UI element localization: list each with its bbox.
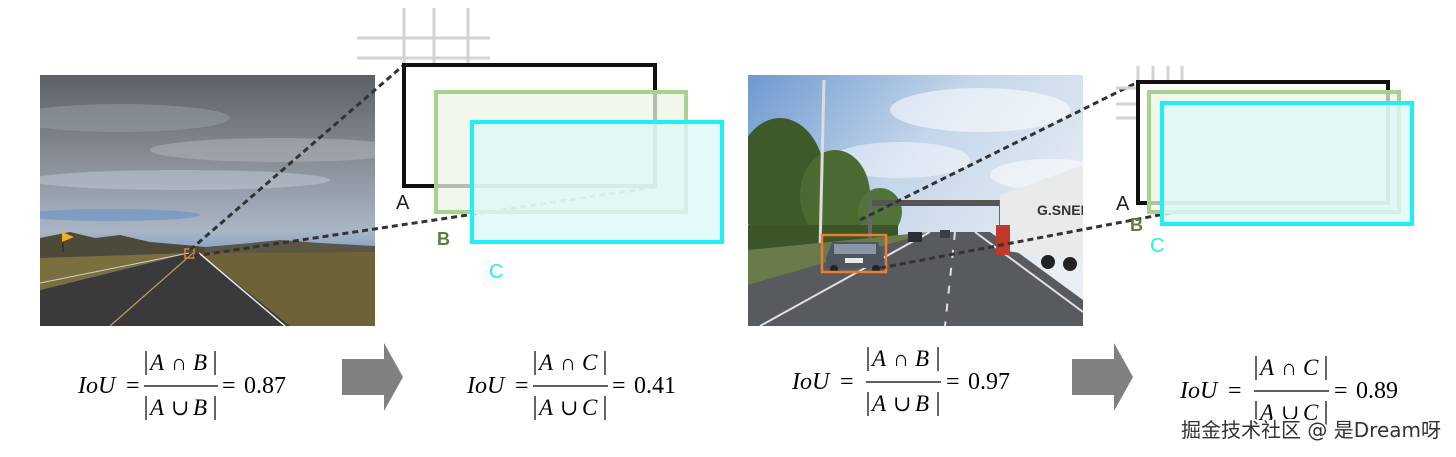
watermark: 掘金技术社区 @ 是Dream呀 xyxy=(1181,418,1441,442)
highway-photo-right: G.SNEL xyxy=(748,75,1090,326)
svg-text:C: C xyxy=(1303,355,1319,380)
svg-text:C: C xyxy=(1303,400,1319,425)
svg-text:∩: ∩ xyxy=(560,350,576,375)
box-c-label-left: C xyxy=(489,261,503,283)
zoom-line-left-lower xyxy=(193,185,656,258)
svg-text:=: = xyxy=(515,373,529,399)
box-a-label-left: A xyxy=(396,192,410,214)
watermark-text: 掘金技术社区 @ 是Dream呀 xyxy=(1181,418,1441,442)
svg-text:IoU: IoU xyxy=(466,373,506,399)
svg-text:A: A xyxy=(1258,355,1275,380)
svg-text:=: = xyxy=(126,373,140,399)
formula-iou-ab-right: IoU = A ∩ B A ∪ B = 0.97 xyxy=(791,346,1010,416)
svg-text:=: = xyxy=(222,373,236,399)
truck-lettering: G.SNEL xyxy=(1037,202,1090,218)
box-c-right xyxy=(1160,101,1414,226)
svg-text:∩: ∩ xyxy=(171,350,187,375)
svg-text:A: A xyxy=(537,350,554,375)
zoom-line-left-upper xyxy=(189,62,406,252)
formula-iou-ac-left: IoU = A ∩ C A ∪ C = 0.41 xyxy=(466,350,676,420)
svg-text:A: A xyxy=(1258,400,1275,425)
formula-iou-ab-left: IoU = A ∩ B A ∪ B = 0.87 xyxy=(77,350,286,420)
svg-text:A: A xyxy=(870,346,887,371)
box-a-label-right: A xyxy=(1116,193,1130,215)
svg-text:B: B xyxy=(193,395,207,420)
right-example: G.SNEL A B C IoU xyxy=(748,66,1414,425)
formula-iou-ac-right: IoU = A ∩ C A ∪ C = 0.89 xyxy=(1179,355,1398,425)
svg-text:IoU: IoU xyxy=(1179,378,1219,404)
svg-text:=: = xyxy=(946,369,960,395)
svg-text:B: B xyxy=(915,346,929,371)
svg-text:∩: ∩ xyxy=(1281,355,1297,380)
svg-text:C: C xyxy=(582,350,598,375)
svg-text:A: A xyxy=(537,395,554,420)
svg-text:=: = xyxy=(1334,378,1348,404)
svg-text:∩: ∩ xyxy=(893,346,909,371)
svg-text:∪: ∪ xyxy=(1281,400,1299,425)
arrow-right-right xyxy=(1072,343,1133,411)
box-c-left xyxy=(470,120,724,244)
svg-text:0.41: 0.41 xyxy=(634,373,676,399)
pixel-grid-left xyxy=(357,8,490,66)
left-example: A B C IoU = A ∩ B A ∪ B = 0.87 IoU = xyxy=(40,8,724,420)
svg-text:IoU: IoU xyxy=(791,369,831,395)
svg-text:0.97: 0.97 xyxy=(968,369,1010,395)
svg-text:∪: ∪ xyxy=(893,391,911,416)
svg-text:=: = xyxy=(612,373,626,399)
box-c-label-right: C xyxy=(1150,235,1164,257)
svg-text:A: A xyxy=(148,395,165,420)
zoom-line-right-upper xyxy=(859,80,1139,222)
arrow-right-left xyxy=(342,343,403,411)
svg-text:=: = xyxy=(1228,378,1242,404)
box-b-label-right: B xyxy=(1130,215,1143,235)
svg-text:C: C xyxy=(582,395,598,420)
svg-text:B: B xyxy=(193,350,207,375)
svg-text:0.89: 0.89 xyxy=(1356,378,1398,404)
svg-text:IoU: IoU xyxy=(77,373,117,399)
svg-text:A: A xyxy=(870,391,887,416)
box-b-label-left: B xyxy=(437,229,450,249)
target-highlight-right xyxy=(820,233,888,274)
svg-text:∪: ∪ xyxy=(171,395,189,420)
svg-text:=: = xyxy=(840,369,854,395)
svg-text:B: B xyxy=(915,391,929,416)
svg-text:A: A xyxy=(148,350,165,375)
zoom-line-right-lower xyxy=(879,211,1171,270)
svg-text:0.87: 0.87 xyxy=(244,373,286,399)
svg-text:∪: ∪ xyxy=(560,395,578,420)
road-photo-left xyxy=(40,75,375,326)
